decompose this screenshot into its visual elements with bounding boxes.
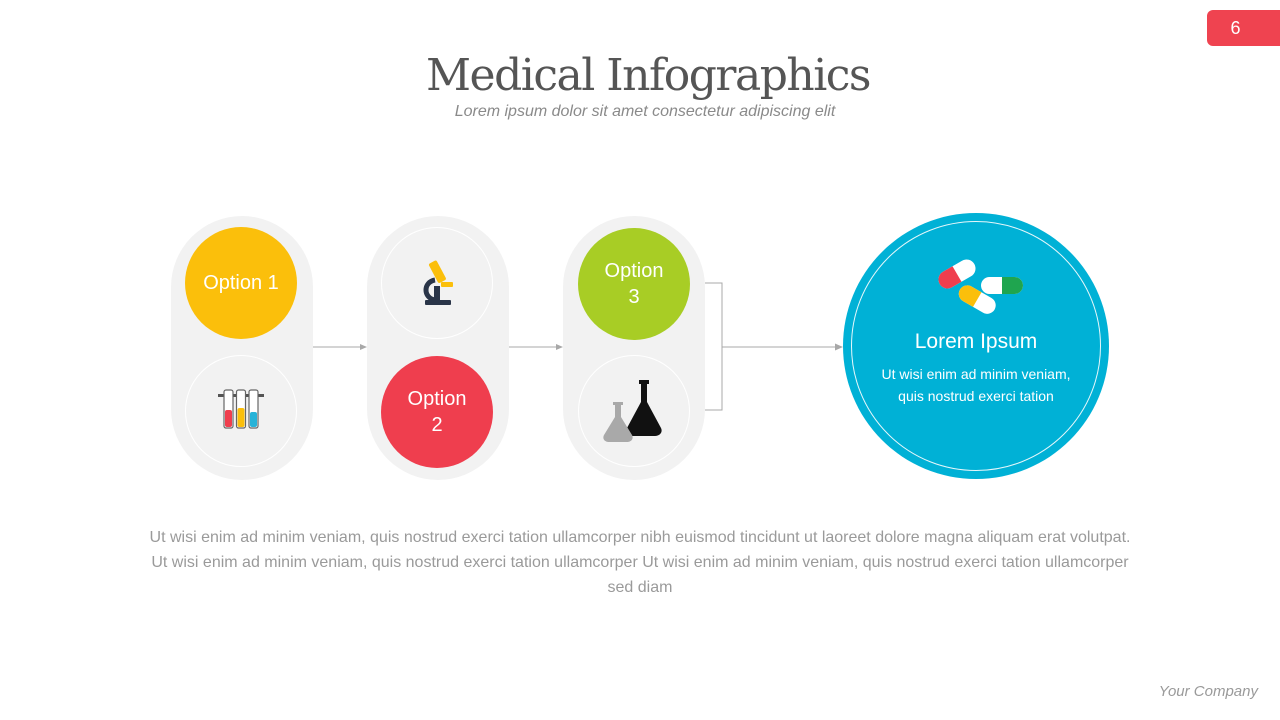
arrow-head-1	[360, 344, 367, 350]
result-description: Ut wisi enim ad minim veniam, quis nostr…	[881, 366, 1071, 404]
arrow-head-3	[835, 343, 843, 351]
page-subtitle: Lorem ipsum dolor sit amet consectetur a…	[454, 103, 836, 120]
page-number-badge: 6	[1207, 10, 1280, 46]
step-1-option-circle[interactable]: Option 1	[185, 227, 297, 339]
microscope-icon	[423, 260, 453, 305]
step-1-label: Option 1	[203, 272, 279, 294]
pills-icon	[938, 259, 1023, 314]
result-title: Lorem Ipsum	[914, 330, 1038, 353]
arrow-head-2	[556, 344, 563, 350]
step-1-icon-circle	[185, 355, 297, 467]
step-2-label: Option 2	[407, 388, 467, 436]
step-3-option-circle[interactable]: Option 3	[578, 228, 690, 340]
page-title: Medical Infographics	[426, 50, 872, 101]
step-3-icon-circle	[578, 355, 690, 467]
step-2-option-circle[interactable]: Option 2	[381, 356, 493, 468]
step-2-icon-circle	[381, 227, 493, 339]
bracket-connector	[705, 282, 723, 411]
test-tubes-icon	[218, 389, 264, 429]
result-inner-ring	[851, 221, 1101, 471]
lab-flasks-icon	[603, 380, 662, 442]
footer-company: Your Company	[1158, 683, 1258, 700]
body-paragraph: Ut wisi enim ad minim veniam, quis nostr…	[149, 529, 1131, 596]
step-3-label: Option 3	[604, 260, 664, 308]
